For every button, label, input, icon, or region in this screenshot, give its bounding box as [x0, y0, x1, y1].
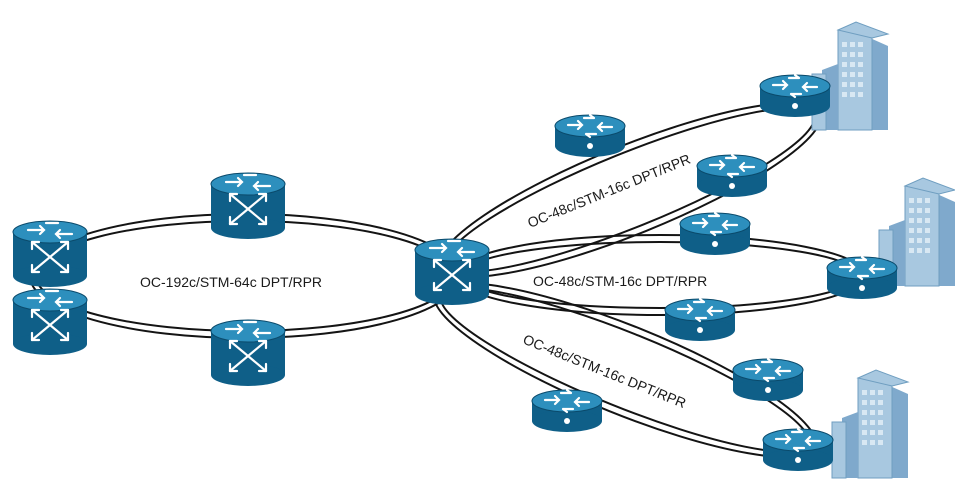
- core-ring-label: OC-192c/STM-64c DPT/RPR: [140, 274, 322, 290]
- router-icon: [530, 388, 604, 434]
- core-switch-stack-bottom-icon: [11, 287, 89, 357]
- router-icon: [695, 153, 769, 199]
- middle-branch-ring-label: OC-48c/STM-16c DPT/RPR: [533, 273, 707, 289]
- upper-branch-ring-label: OC-48c/STM-16c DPT/RPR: [525, 151, 693, 231]
- router-icon: [553, 113, 627, 159]
- router-icon: [678, 211, 752, 257]
- router-icon: [825, 255, 899, 301]
- building-icon: [811, 21, 889, 131]
- hub-switch-icon: [413, 237, 491, 307]
- router-icon: [731, 357, 805, 403]
- router-icon: [761, 427, 835, 473]
- router-icon: [663, 297, 737, 343]
- core-switch-bottom-icon: [209, 318, 287, 388]
- core-switch-stack-top-icon: [11, 219, 89, 289]
- core-switch-top-icon: [209, 171, 287, 241]
- router-icon: [758, 73, 832, 119]
- building-icon: [831, 369, 909, 479]
